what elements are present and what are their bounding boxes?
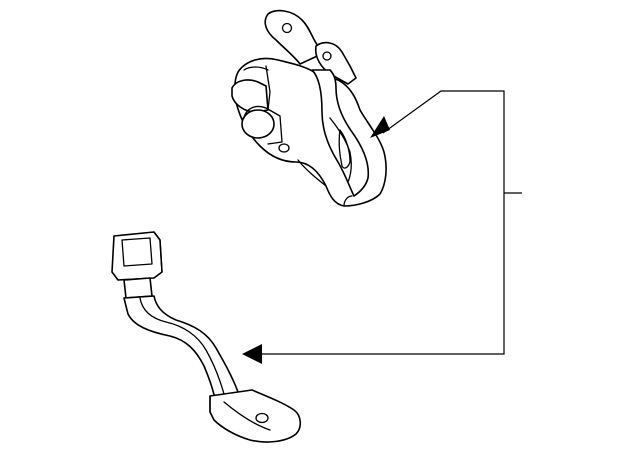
arrowhead-upper — [370, 116, 390, 138]
arrowhead-lower — [242, 344, 262, 364]
callout-leader — [242, 90, 522, 364]
seat-belt-buckle-icon — [111, 231, 302, 443]
leader-line-upper — [261, 90, 505, 355]
seat-belt-retractor-icon — [231, 9, 387, 207]
